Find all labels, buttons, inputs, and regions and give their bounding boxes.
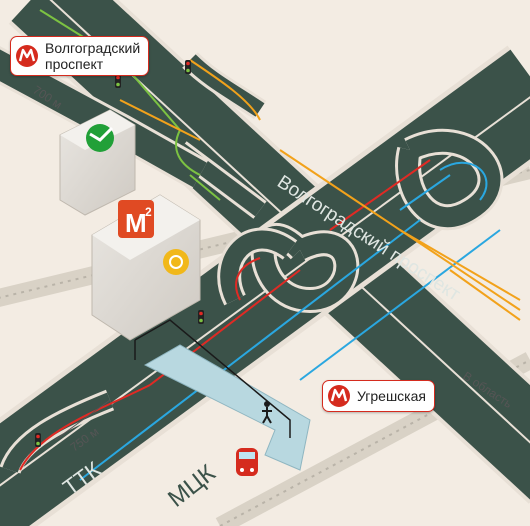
traffic-light-icon — [35, 60, 204, 447]
ring-road — [0, 45, 530, 526]
store-logo: М — [125, 208, 147, 238]
pedestrian-bridge — [134, 319, 311, 471]
bank-building — [59, 109, 136, 216]
metro-station-ugreshskaya[interactable]: Угрешская — [322, 380, 435, 412]
traffic-flow-blue — [79, 161, 501, 481]
pedestrian-icon — [262, 401, 272, 424]
metro-icon — [328, 385, 350, 407]
station-name-line1: Волгоградский — [45, 40, 141, 56]
mall-building: М 2 — [91, 194, 201, 341]
metro-station-volgogradsky[interactable]: Волгоградский проспект — [10, 36, 150, 76]
store-logo-badge — [118, 200, 154, 238]
station-name-line1: Угрешская — [357, 388, 426, 404]
metro-icon — [16, 45, 38, 67]
store-logo-sup: 2 — [145, 205, 152, 219]
local-roads — [0, 46, 267, 475]
station-name-line2: проспект — [45, 56, 104, 72]
traffic-flow-orange — [119, 59, 521, 321]
train-icon — [236, 448, 258, 476]
shopping-icon — [163, 249, 189, 275]
